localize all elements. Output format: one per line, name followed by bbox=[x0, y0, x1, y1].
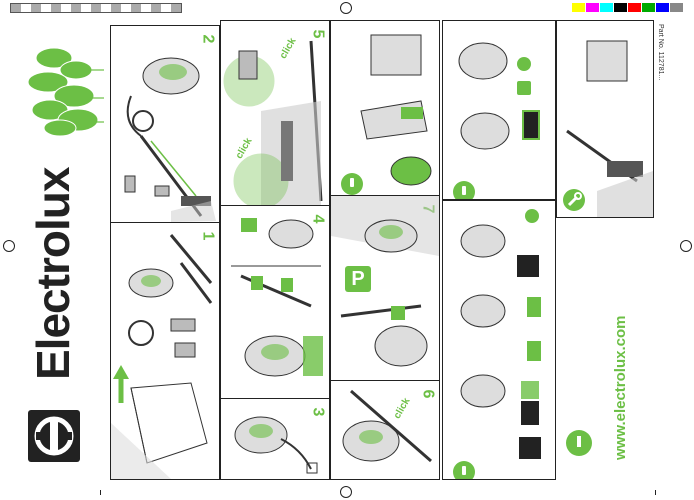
step-5-panel: 5 click click bbox=[220, 20, 330, 206]
part-no-value: 112781... bbox=[657, 51, 664, 81]
maintenance-panel bbox=[556, 20, 654, 218]
registration-mark-left bbox=[3, 240, 15, 252]
emptying-panel bbox=[330, 20, 440, 196]
step-1-panel: 1 bbox=[110, 222, 220, 480]
info-icon bbox=[566, 430, 592, 456]
attachment-illustration bbox=[223, 40, 323, 205]
parking-sign: P bbox=[345, 266, 371, 292]
step-6-panel: 6 click bbox=[330, 380, 440, 480]
color-bar bbox=[10, 0, 190, 16]
filter-panel-bottom bbox=[442, 200, 556, 480]
step-2-panel: 2 bbox=[110, 25, 220, 223]
recycle-icon bbox=[525, 209, 539, 223]
crop-mark bbox=[655, 490, 656, 495]
info-icon bbox=[453, 181, 475, 199]
emptying-illustration bbox=[360, 34, 432, 186]
crop-mark bbox=[100, 490, 101, 495]
filter-check-icon bbox=[517, 81, 531, 95]
step-3-panel: 3 bbox=[220, 398, 330, 480]
registration-mark-top bbox=[340, 2, 352, 14]
brush-illustration bbox=[566, 40, 653, 217]
leaf-icon bbox=[26, 40, 106, 140]
parking-illustration bbox=[331, 196, 439, 367]
filter-illustration bbox=[458, 42, 540, 150]
nozzle-illustration bbox=[342, 389, 432, 463]
recycle-icon bbox=[517, 57, 531, 71]
info-icon bbox=[341, 173, 363, 195]
website-url: www.electrolux.com bbox=[612, 315, 629, 461]
vacuum-illustration bbox=[124, 57, 216, 222]
filter-panel-top bbox=[442, 20, 556, 200]
wrench-icon bbox=[563, 189, 585, 211]
brand-name: Electrolux bbox=[27, 167, 79, 380]
info-icon bbox=[453, 461, 475, 479]
part-no-label: Part No. bbox=[657, 24, 664, 50]
registration-mark-right bbox=[680, 240, 692, 252]
hose-illustration bbox=[231, 218, 323, 377]
part-number: Part No. 112781... bbox=[657, 24, 664, 80]
step-7-panel: 7 P bbox=[330, 195, 440, 381]
step-4-panel: 4 bbox=[220, 205, 330, 399]
color-bar-right bbox=[572, 0, 692, 14]
logo-icon bbox=[28, 410, 80, 462]
filter-change-illustration bbox=[460, 224, 541, 459]
registration-mark-bottom bbox=[340, 486, 352, 498]
unboxing-illustration bbox=[111, 234, 213, 479]
cord-illustration bbox=[234, 416, 318, 474]
